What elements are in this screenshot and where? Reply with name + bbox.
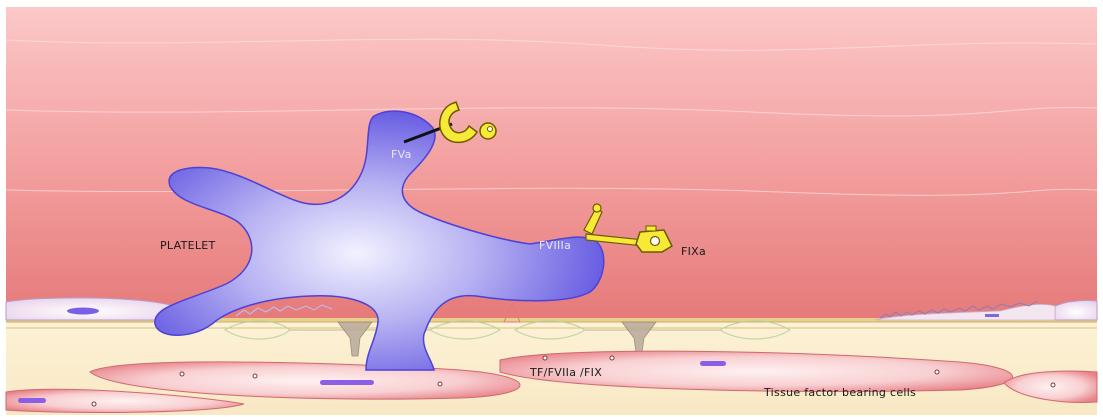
tissue-cells-label: Tissue factor bearing cells: [763, 386, 916, 399]
endothelial-cell-left: [6, 298, 170, 320]
fva-label: FVa: [391, 148, 412, 161]
fviiia-label: FVIIIa: [539, 239, 571, 252]
tf-complex-label: TF/FVIIa /FIX: [529, 366, 602, 379]
fixa-label: FIXa: [681, 245, 706, 258]
platelet-label: PLATELET: [160, 239, 216, 252]
cell-nucleus-icon: [67, 308, 99, 315]
